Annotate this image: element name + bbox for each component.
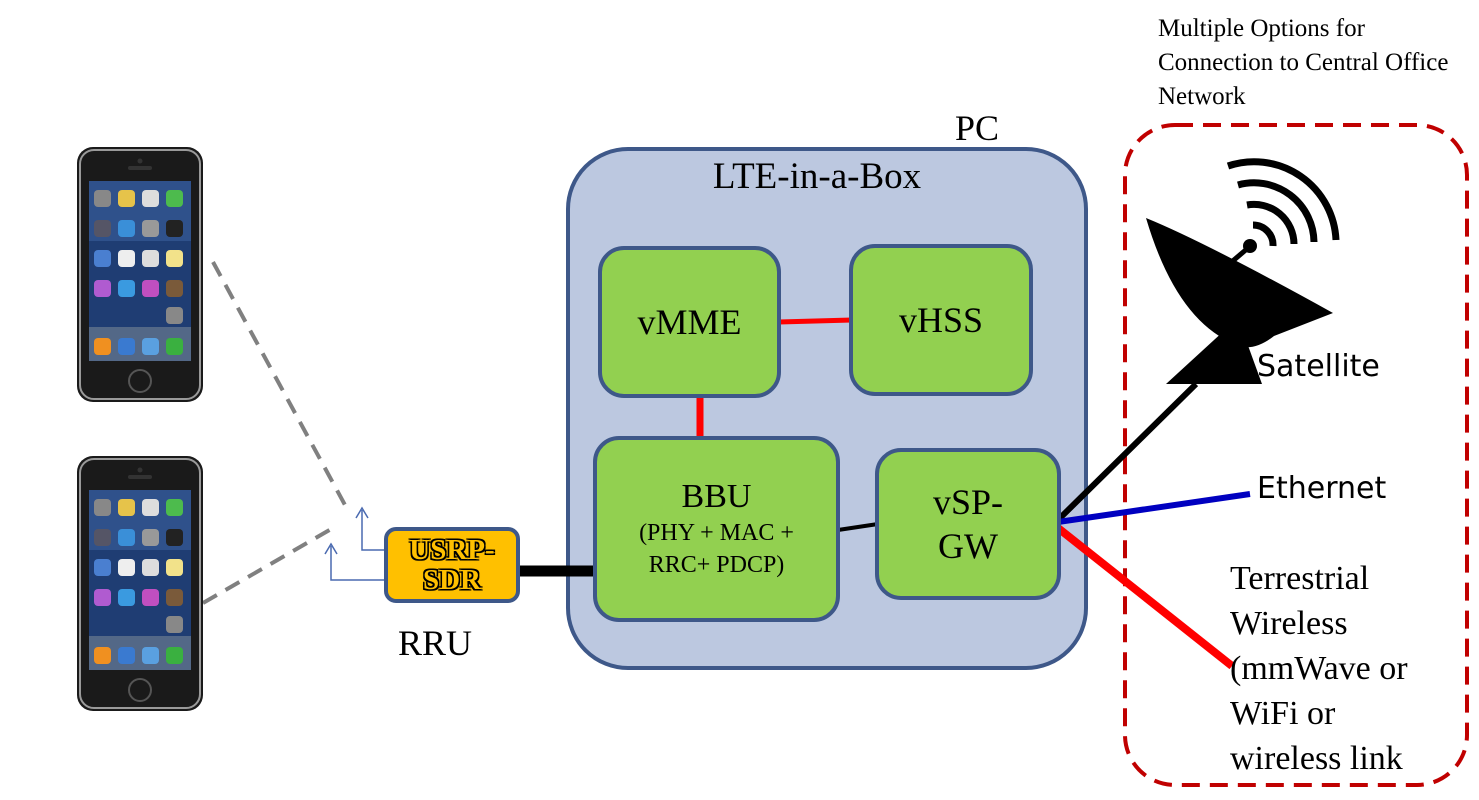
vmme-block: vMME [598,246,781,398]
terrestrial-line-3: (mmWave or [1230,650,1408,687]
terrestrial-line-2: Wireless [1230,605,1348,642]
wireless-link-phone-1 [211,261,347,506]
bbu-line-2: RRC+ PDCP) [648,552,785,578]
terrestrial-line-1: Terrestrial [1230,560,1370,597]
usrp-line-2: SDR [422,564,481,596]
lte-in-a-box-title: LTE-in-a-Box [712,156,922,197]
antenna-icon [324,506,384,581]
terrestrial-line-4: WiFi or [1230,695,1336,732]
wireless-link-phone-2 [202,526,334,605]
vspgw-line-1: vSP- [932,482,1004,522]
vspgw-block: vSP- GW [875,448,1061,600]
vspgw-line-2: GW [938,526,998,566]
vhss-label: vHSS [898,300,984,340]
satellite-dish-icon [1146,158,1340,384]
smartphone-icon [77,456,203,711]
bbu-label: BBU [681,478,752,515]
terrestrial-line-5: wireless link [1230,740,1403,777]
vmme-vhss-link [778,317,853,325]
terrestrial-wireless-label: Terrestrial Wireless (mmWave or WiFi or … [1230,556,1408,781]
pc-label: PC [955,108,1000,148]
satellite-label: Satellite [1257,349,1380,384]
bbu-block: BBU (PHY + MAC + RRC+ PDCP) [593,436,840,622]
terrestrial-link [1055,524,1235,670]
ethernet-link [1057,491,1251,525]
vmme-label: vMME [637,302,742,342]
bbu-line-1: (PHY + MAC + [639,520,794,546]
satellite-link [1055,381,1199,523]
smartphone-icon [77,147,203,402]
multiple-options-label: Multiple Options for Connection to Centr… [1158,15,1449,110]
usrp-sdr-block: USRP- SDR [384,527,520,603]
usrp-line-1: USRP- [409,534,495,566]
central-office-options-region [1123,123,1469,787]
vhss-block: vHSS [849,244,1033,396]
ethernet-label: Ethernet [1257,471,1387,506]
bbu-vspgw-link [837,522,879,532]
rru-label: RRU [398,623,473,663]
